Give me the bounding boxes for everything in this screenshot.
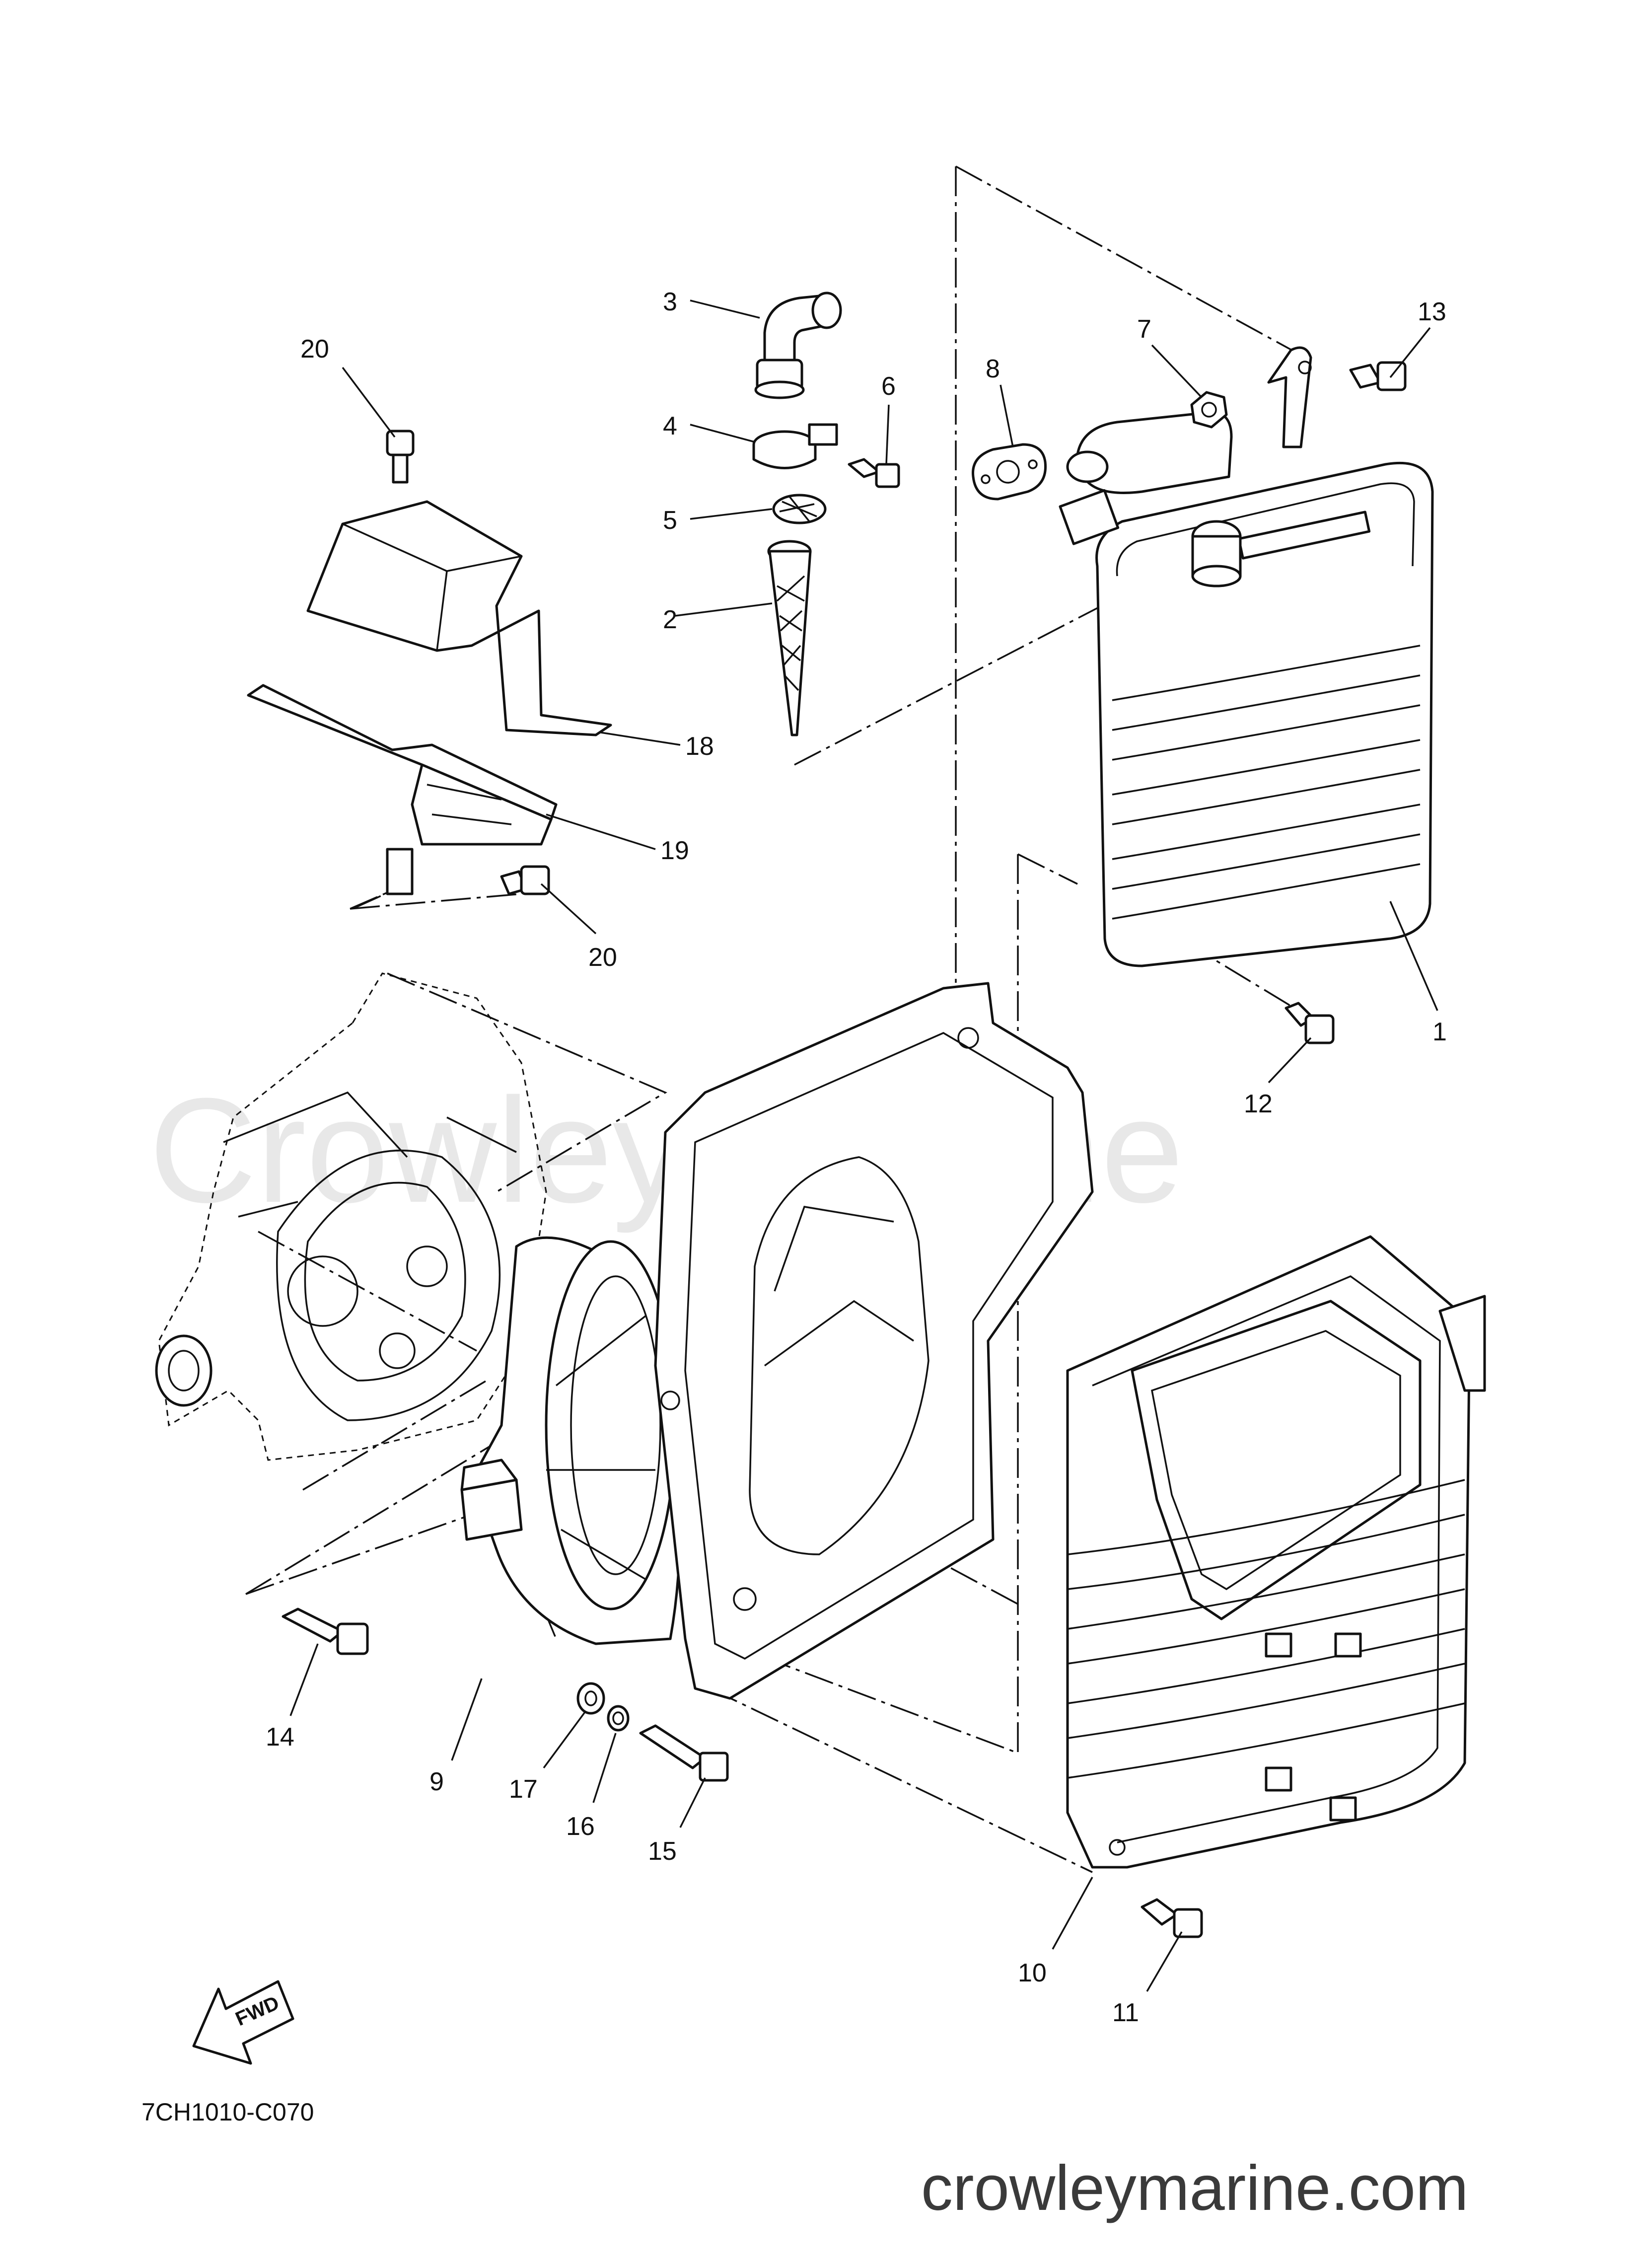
callout-20-bottom: 20 [588, 943, 617, 972]
bolt-14 [282, 1608, 369, 1655]
callout-4: 4 [663, 412, 677, 440]
nut-7 [1190, 391, 1228, 429]
washer-17 [576, 1682, 605, 1715]
bolt-11 [1141, 1898, 1203, 1938]
site-url[interactable]: crowleymarine.com [921, 2153, 1469, 2224]
bolt-20-top [386, 430, 415, 484]
callout-3: 3 [663, 288, 677, 316]
muffler-part [1059, 346, 1434, 967]
callout-15: 15 [648, 1837, 677, 1866]
callout-8: 8 [986, 355, 1000, 383]
callout-20-top: 20 [300, 335, 329, 364]
air-duct-9 [460, 1236, 681, 1645]
callout-9: 9 [429, 1767, 444, 1796]
callout-16: 16 [566, 1812, 595, 1841]
clamp-4 [752, 423, 838, 469]
callout-10: 10 [1018, 1959, 1047, 1987]
fwd-arrow-icon: FWD [192, 1980, 294, 2065]
silencer-case-10 [1066, 1235, 1486, 1869]
gasket-8 [972, 443, 1047, 501]
callout-7: 7 [1137, 315, 1151, 344]
silencer-case-frame [654, 982, 1094, 1700]
bolt-15 [639, 1724, 729, 1782]
callout-12: 12 [1244, 1090, 1273, 1118]
cover-18 [306, 500, 612, 736]
callout-18: 18 [685, 732, 714, 761]
bolt-20-bottom [500, 865, 550, 895]
callout-11: 11 [1112, 1998, 1139, 2027]
callout-2: 2 [663, 605, 677, 634]
strainer-2 [767, 540, 812, 736]
callout-5: 5 [663, 506, 677, 535]
bolt-12 [1285, 1002, 1335, 1044]
callout-6: 6 [881, 372, 896, 401]
callout-labels: 1 2 3 4 5 6 7 8 9 10 11 12 13 14 15 16 1… [266, 288, 1447, 2027]
callout-13: 13 [1418, 297, 1446, 326]
callout-19: 19 [660, 836, 689, 865]
elbow-3 [754, 292, 842, 399]
screw-6 [848, 458, 900, 488]
bracket-19 [247, 684, 558, 895]
ring-16 [607, 1705, 630, 1732]
screen-5 [772, 494, 827, 524]
diagram-code: 7CH1010-C070 [142, 2098, 314, 2126]
flywheel-housing [155, 972, 547, 1461]
callout-1: 1 [1432, 1018, 1447, 1046]
callout-leaders [289, 299, 1438, 1992]
callout-17: 17 [509, 1775, 538, 1804]
bolt-13 [1349, 361, 1407, 391]
callout-14: 14 [266, 1723, 294, 1752]
